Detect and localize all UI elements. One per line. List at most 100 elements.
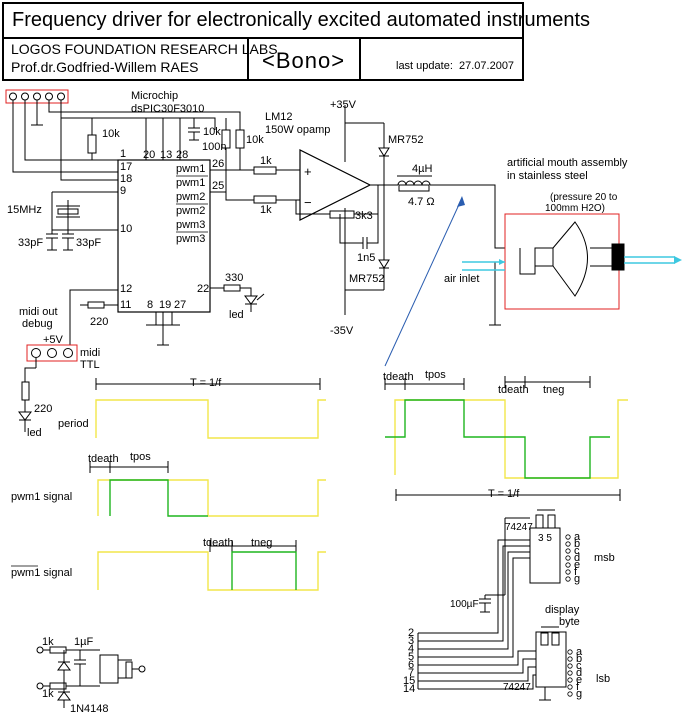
segment-f: f	[576, 681, 580, 693]
label-100uf: 100µF	[450, 599, 479, 610]
label-mr752: MR752	[388, 134, 423, 146]
bit-input-14: 14	[403, 683, 415, 695]
pwm1-yellow	[97, 479, 326, 517]
title-row: Frequency driver for electronically exci…	[4, 4, 590, 39]
mcu-pin-17: 17	[120, 161, 132, 173]
midi-connector	[26, 344, 78, 362]
segment-g: g	[574, 573, 580, 585]
segment-d: d	[576, 667, 582, 679]
segment-c: c	[576, 660, 582, 672]
title-divider	[247, 37, 249, 81]
period-formula: T = 1/f	[488, 488, 520, 500]
output-pwm3: pwm3	[176, 219, 205, 231]
segment-b: b	[576, 653, 582, 665]
period-label: period	[58, 418, 89, 430]
output-pwm1: pwm1	[176, 163, 205, 175]
segment-a: a	[576, 646, 583, 658]
mcu-pin-20: 20	[143, 149, 155, 161]
bit-input-6: 6	[408, 659, 414, 671]
segment-f: f	[574, 566, 578, 578]
label-1k: 1k	[260, 155, 272, 167]
title-block: Frequency driver for electronically exci…	[2, 2, 590, 81]
resistor	[125, 661, 133, 679]
tneg-label: tneg	[251, 537, 272, 549]
mouth-subtitle: in stainless steel	[507, 170, 588, 182]
bipolar-green	[385, 399, 610, 479]
supply-5v: +5V	[43, 334, 64, 346]
amp-desc: 150W opamp	[265, 124, 330, 136]
lsb-label: lsb	[596, 673, 610, 685]
project-name: <Bono>	[262, 48, 346, 73]
tdeath-label: tdeath	[498, 384, 529, 396]
page-title: Frequency driver for electronically exci…	[12, 9, 591, 31]
pin-26: 26	[212, 158, 224, 170]
label-100n: 100n	[202, 141, 226, 153]
mcu-pin-27: 27	[174, 299, 186, 311]
label-330: 330	[225, 272, 243, 284]
last-update-label: last update:	[396, 60, 453, 72]
resistor-1k	[253, 195, 277, 204]
tpos-label: tpos	[130, 451, 151, 463]
tneg-label: tneg	[543, 384, 564, 396]
resistor-1k	[253, 166, 277, 175]
mcu-pin-12: 12	[120, 283, 132, 295]
last-update: last update: 27.07.2007	[396, 60, 514, 72]
label-4-7-ohm: 4.7 Ω	[408, 196, 435, 208]
pwm1-inverted-signal-label: pwm1 signal	[11, 567, 72, 579]
bit-input-5: 5	[408, 651, 414, 663]
label-1uf: 1µF	[74, 636, 93, 648]
resistor	[540, 632, 549, 646]
title-divider	[359, 37, 361, 81]
resistor-4-7-ohm	[398, 184, 430, 192]
mcu-pin-22: 22	[197, 283, 209, 295]
bit-input-3: 3	[408, 635, 414, 647]
resistor-10k	[235, 129, 245, 149]
debug-label: debug	[22, 318, 53, 330]
label-led: led	[27, 427, 42, 439]
amp-name: LM12	[265, 111, 293, 123]
segment-a: a	[574, 531, 581, 543]
display-label: display	[545, 604, 580, 616]
mcu-pin-9: 9	[120, 185, 126, 197]
air-inlet-label: air inlet	[444, 273, 479, 285]
byte-label: byte	[559, 616, 580, 628]
label-33pf: 33pF	[18, 237, 43, 249]
mcu-model: dsPIC30F3010	[131, 103, 204, 115]
pin-25: 25	[212, 180, 224, 192]
segment-b: b	[574, 538, 580, 550]
mcu-pin-11: 11	[120, 299, 131, 311]
bit-input-4: 4	[408, 643, 414, 655]
mcu-pin-10: 10	[120, 223, 132, 235]
pwm1-signal-label: pwm1 signal	[11, 491, 72, 503]
resistor-220	[21, 381, 30, 401]
tdeath-label: tdeath	[203, 537, 234, 549]
tdeath-label: tdeath	[88, 453, 119, 465]
segment-c: c	[574, 545, 580, 557]
ic-74247-msb: 74247	[505, 522, 533, 533]
pwm1-green	[109, 479, 208, 517]
pressure-unit: 100mm H2O)	[545, 203, 605, 214]
resistor	[547, 514, 556, 529]
output-pwm2: pwm2	[176, 191, 205, 203]
segment-d: d	[574, 552, 580, 564]
resistor-3k3	[329, 210, 355, 219]
tdeath-label: tdeath	[383, 371, 414, 383]
ic-74247-lsb: 74247	[503, 682, 531, 693]
mcu-pin-8: 8	[147, 299, 153, 311]
decoder-74247-msb	[529, 527, 561, 584]
label-inductor: 4µH	[412, 163, 432, 175]
crystal-15mhz	[57, 208, 79, 215]
label-1k: 1k	[260, 204, 272, 216]
label-1k: 1k	[42, 636, 54, 648]
pwm1n-green	[231, 551, 297, 590]
resistor	[551, 632, 560, 646]
valve-block	[611, 243, 625, 271]
label-1n5: 1n5	[357, 252, 375, 264]
bit-input-7: 7	[408, 667, 414, 679]
mcu-pin-19: 19	[159, 299, 171, 311]
bipolar-yellow	[394, 399, 628, 479]
mcu-pin-1: 1	[120, 148, 126, 160]
label-led: led	[229, 309, 244, 321]
organization: LOGOS FOUNDATION RESEARCH LABS Prof.dr.G…	[11, 40, 278, 76]
